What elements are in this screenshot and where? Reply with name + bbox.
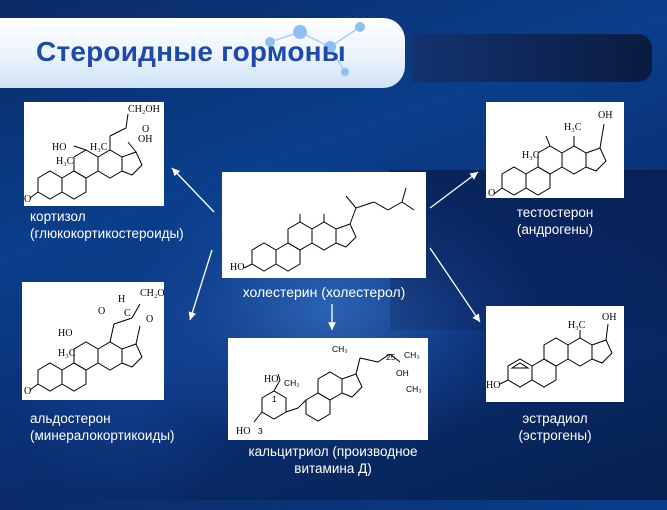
svg-text:HO: HO [230,262,244,273]
svg-text:O: O [142,124,149,135]
estradiol-structure-image: OH H₃C HO [486,312,616,391]
svg-text:H₃C: H₃C [56,156,74,167]
svg-text:OH: OH [396,368,409,378]
svg-text:H₃C: H₃C [564,122,582,133]
calcitriol-caption-note: витамина Д) [294,461,372,476]
estradiol-caption-name: эстрадиол [522,411,588,426]
svg-text:O: O [488,188,495,198]
testosterone-caption-name: тестостерон [516,205,594,220]
cortisol-caption-name: кортизол [30,209,86,224]
aldosterone-caption-class: (минералокортикоиды) [30,428,175,443]
aldosterone-structure-panel: CH₂OH H C O O HO H₃C O [22,282,164,400]
svg-text:CH₃: CH₃ [406,384,422,394]
testosterone-structure-image: OH H₃C H₃C O [488,110,612,198]
svg-text:C: C [124,308,131,319]
svg-text:H₃C: H₃C [522,150,540,161]
svg-text:HO: HO [58,328,72,339]
svg-text:H₃C: H₃C [90,142,108,153]
aldosterone-caption: альдостерон (минералокортикоиды) [30,410,175,444]
title-bar-extension [412,34,652,82]
svg-text:3: 3 [258,426,263,436]
svg-text:CH₂: CH₂ [284,378,300,388]
estradiol-caption: эстрадиол (эстрогены) [486,410,624,444]
arrow-to-cortisol [171,167,215,213]
svg-text:OH: OH [602,312,616,323]
aldosterone-caption-name: альдостерон [30,411,111,426]
cholesterol-structure-image: HO [230,187,415,273]
arrow-to-estradiol [429,247,481,323]
cortisol-caption: кортизол (глюкокортикостероиды) [30,208,184,242]
calcitriol-caption: кальцитриол (производное витамина Д) [228,443,438,477]
cortisol-structure-image: CH₂OH O OH HO H₃C H₃C O [24,104,160,205]
testosterone-caption: тестостерон (андрогены) [486,204,624,238]
testosterone-caption-class: (андрогены) [516,222,594,237]
svg-text:1: 1 [272,394,277,404]
svg-text:H₃C: H₃C [568,320,586,331]
svg-text:HO: HO [52,142,66,153]
arrow-to-aldosterone [188,249,213,321]
title-bar [0,18,405,88]
cortisol-structure-panel: CH₂OH O OH HO H₃C H₃C O [24,102,164,206]
svg-text:CH₃: CH₃ [404,350,420,360]
svg-text:25: 25 [386,352,396,362]
svg-text:HO: HO [486,380,500,391]
cholesterol-caption: холестерин (холестерол) [242,284,406,300]
svg-text:O: O [24,194,31,205]
arrow-to-testosterone [429,171,479,209]
svg-text:HO: HO [236,426,250,437]
molecule-decoration-icon [265,22,365,76]
aldosterone-structure-image: CH₂OH H C O O HO H₃C O [24,288,164,397]
svg-text:HO: HO [264,374,278,385]
calcitriol-structure-image: HO 1 CH₂ HO 3 CH₃ 25 CH₃ OH CH₃ [236,344,422,437]
cholesterol-structure-panel: HO [222,172,426,278]
svg-text:CH₃: CH₃ [332,344,348,354]
svg-text:O: O [98,306,105,317]
svg-text:CH₂OH: CH₂OH [140,288,164,299]
svg-text:OH: OH [138,134,152,145]
svg-text:O: O [146,314,153,325]
svg-text:CH₂OH: CH₂OH [128,104,160,115]
calcitriol-structure-panel: HO 1 CH₂ HO 3 CH₃ 25 CH₃ OH CH₃ [228,338,428,440]
svg-text:H₃C: H₃C [58,348,76,359]
svg-text:OH: OH [598,110,612,121]
svg-text:H: H [118,294,125,305]
estradiol-caption-class: (эстрогены) [518,428,592,443]
cortisol-caption-class: (глюкокортикостероиды) [30,226,184,241]
calcitriol-caption-name: кальцитриол (производное [248,444,418,459]
estradiol-structure-panel: OH H₃C HO [486,306,624,402]
svg-text:O: O [24,386,31,397]
testosterone-structure-panel: OH H₃C H₃C O [486,102,624,198]
slide-title: Стероидные гормоны [36,36,346,67]
